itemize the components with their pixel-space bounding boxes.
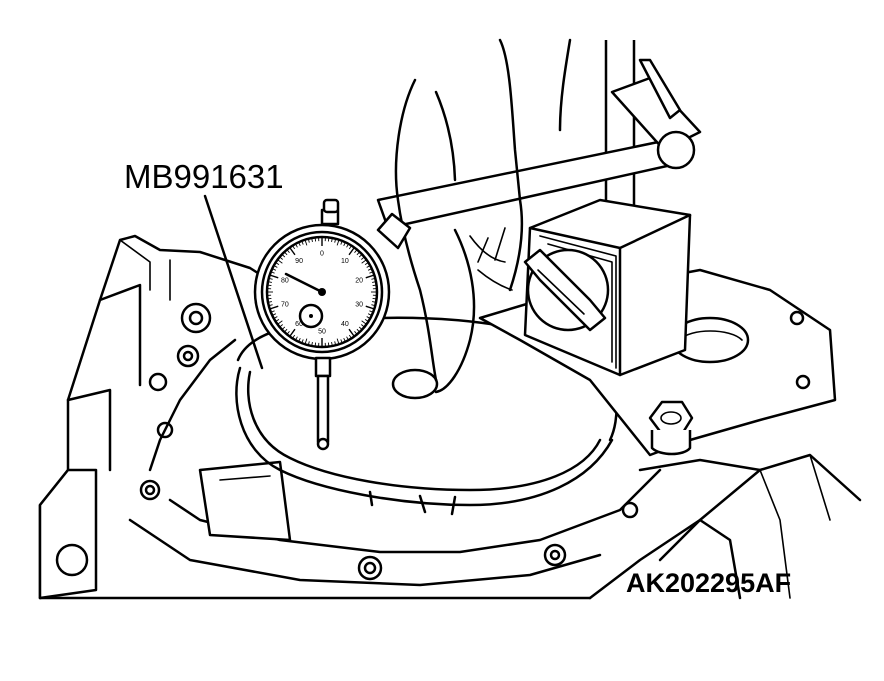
dial-tick: [267, 298, 271, 299]
dial-scale-number: 10: [341, 258, 349, 265]
dial-tick: [267, 285, 271, 286]
dial-tick: [328, 237, 329, 241]
dial-scale-number: 0: [320, 251, 324, 258]
holder-arm: [378, 60, 700, 228]
dial-tick: [373, 298, 377, 299]
dial-tick: [315, 237, 316, 241]
dial-scale-number: 70: [281, 302, 289, 309]
dial-tick: [328, 343, 329, 347]
tool-number-callout: MB991631: [124, 160, 284, 193]
dial-scale-number: 80: [281, 277, 289, 284]
dial-scale-number: 50: [318, 329, 326, 336]
dial-tick: [373, 285, 377, 286]
dial-scale-number: 20: [355, 277, 363, 284]
dial-tick: [315, 343, 316, 347]
dial-scale-number: 90: [295, 258, 303, 265]
dial-scale-number: 40: [341, 321, 349, 328]
dial-scale-number: 30: [355, 302, 363, 309]
figure-id-label: AK202295AF: [626, 570, 791, 597]
